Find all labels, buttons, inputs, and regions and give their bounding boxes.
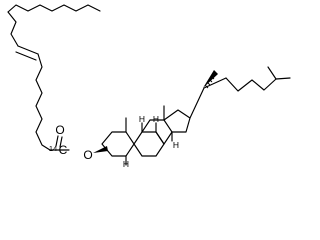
ester-stereo-wedge [93, 146, 108, 153]
ring-a [101, 131, 135, 157]
side-chain-isopropyl-right [275, 77, 291, 80]
chain-upper-segment [7, 4, 101, 13]
chain-upper-tail-segment [7, 11, 19, 47]
isooctyl-side-chain [189, 66, 291, 119]
c20-methyl-hash-3 [208, 78, 213, 83]
cholesteryl-oleate-14c-structure: O 14 C O H H H H [7, 4, 291, 169]
isotope-mass-label: 14 [49, 144, 57, 153]
chain-lower-segment [35, 53, 51, 151]
carbonyl-double-bond-line-2 [59, 136, 63, 148]
side-chain-tail [225, 77, 277, 92]
side-chain-c20-c22 [203, 77, 227, 89]
ring-b [133, 131, 165, 157]
ring-d [163, 109, 191, 133]
c20-methyl-hash-2 [206, 81, 211, 86]
isotope-element-label: C [59, 143, 68, 157]
side-chain-c17-c20 [189, 87, 205, 119]
steroid-core [93, 105, 191, 166]
cis-double-bond-line-2 [15, 51, 37, 61]
c5-hydrogen-label: H [123, 159, 129, 169]
c8-hydrogen-label: H [153, 114, 159, 124]
oleate-chain [7, 4, 101, 151]
ring-c [141, 119, 173, 145]
c20-methyl-hash [203, 70, 218, 88]
c9-hydrogen-label: H [139, 114, 145, 124]
carbonyl-oxygen-label: O [55, 123, 64, 137]
c14-hydrogen-label: H [173, 140, 179, 150]
cis-double-bond-line-1 [17, 45, 39, 55]
side-chain-isopropyl-left [267, 66, 277, 80]
c20-methyl-hash-4 [210, 75, 215, 80]
carbonyl-double-bond-line-1 [55, 135, 59, 147]
ester-oxygen-label: O [83, 148, 92, 162]
